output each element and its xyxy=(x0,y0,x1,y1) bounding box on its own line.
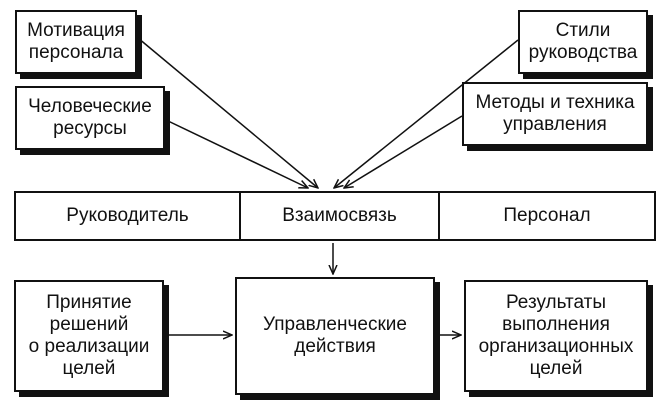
row-divider-left xyxy=(239,191,241,241)
human-resources-line-1: Человеческие xyxy=(28,96,152,117)
decision-line-4: целей xyxy=(62,358,116,379)
human-resources-line-2: ресурсы xyxy=(53,118,127,139)
decision-line-1: Принятие xyxy=(46,292,132,313)
actions-line-1: Управленческие xyxy=(263,314,407,335)
relationship-row xyxy=(14,191,656,241)
arrow-human-resources xyxy=(165,119,308,188)
decision-line-3: о реализации xyxy=(28,336,150,357)
motivation-line-2: персонала xyxy=(28,42,124,63)
results-line-2: выполнения xyxy=(502,314,610,335)
motivation-line-1: Мотивация xyxy=(27,20,125,41)
decision-line-2: решений xyxy=(49,314,129,335)
methods-line-2: управления xyxy=(503,114,607,135)
leader-cell: Руководитель xyxy=(66,205,189,226)
results-line-3: организационных xyxy=(478,336,634,357)
results-line-1: Результаты xyxy=(505,292,607,313)
actions-line-2: действия xyxy=(294,336,376,357)
arrow-methods xyxy=(344,115,463,188)
relationship-cell: Взаимосвязь xyxy=(282,205,397,226)
leadership-styles-box: Стили руководства xyxy=(518,10,648,74)
decision-making-box: Принятие решений о реализации целей xyxy=(14,280,164,392)
methods-box: Методы и техника управления xyxy=(462,82,648,146)
motivation-box: Мотивация персонала xyxy=(15,10,137,74)
management-actions-box: Управленческие действия xyxy=(235,277,435,395)
results-line-4: целей xyxy=(529,358,583,379)
results-box: Результаты выполнения организационных це… xyxy=(464,280,648,392)
staff-cell: Персонал xyxy=(503,205,591,226)
leadership-styles-line-2: руководства xyxy=(528,42,638,63)
arrow-motivation xyxy=(137,37,318,188)
methods-line-1: Методы и техника xyxy=(475,92,635,113)
leadership-styles-line-1: Стили xyxy=(555,20,611,41)
row-divider-right xyxy=(438,191,440,241)
human-resources-box: Человеческие ресурсы xyxy=(15,86,165,150)
